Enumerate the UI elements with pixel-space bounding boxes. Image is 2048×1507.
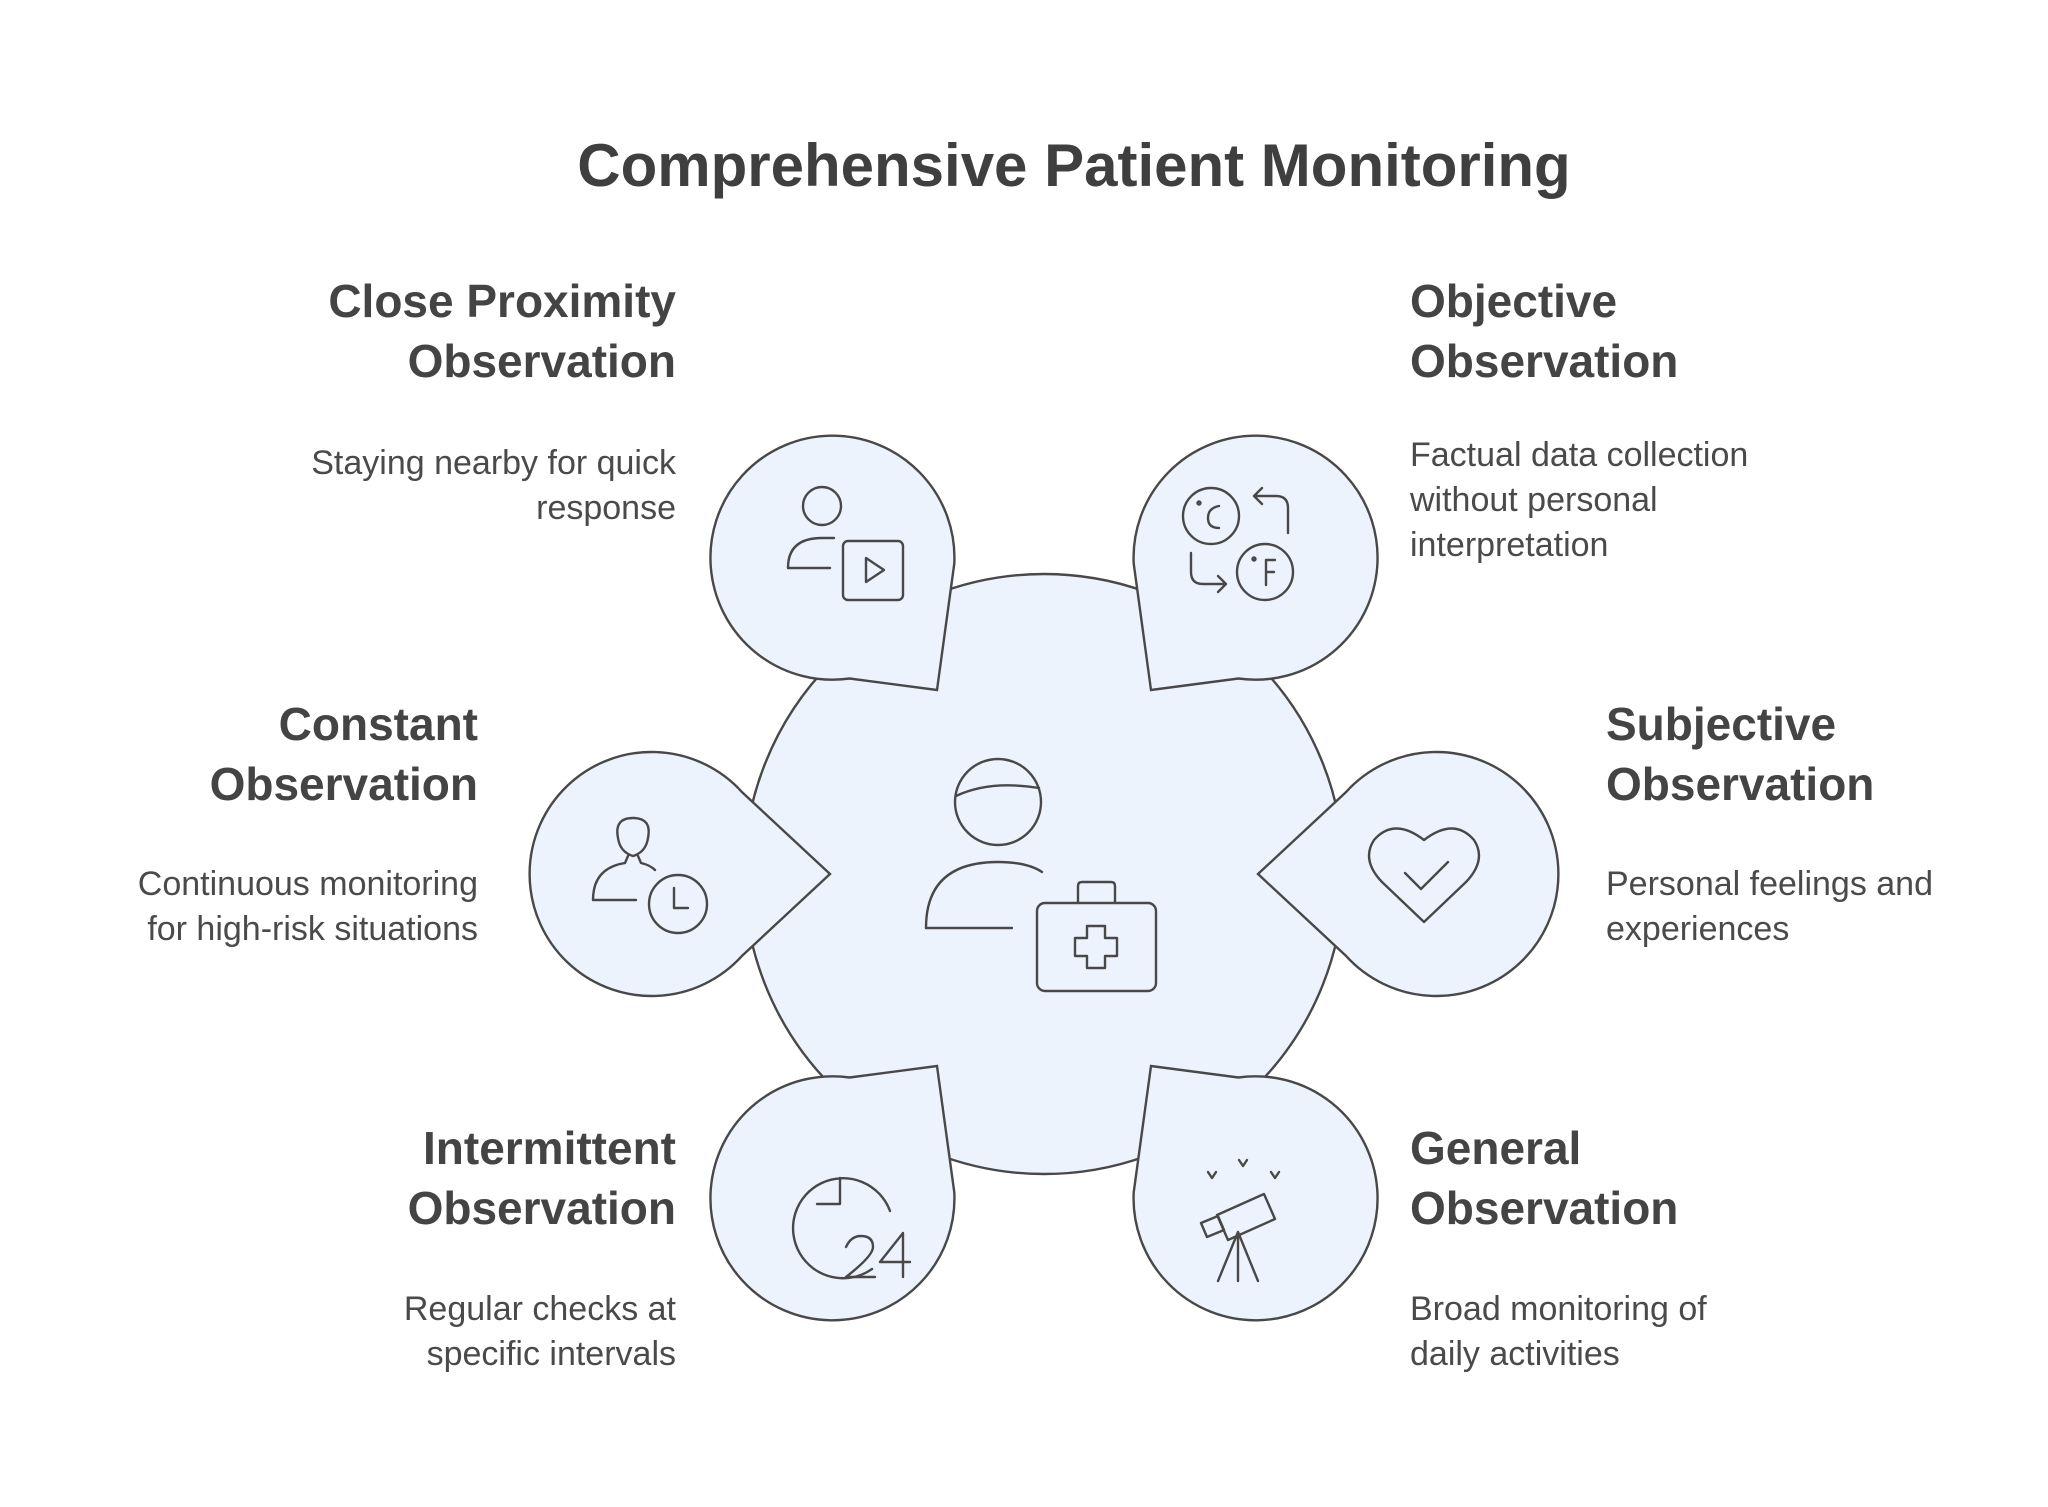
- petal-subjective: [1256, 750, 1560, 998]
- description-line: daily activities: [1410, 1335, 1620, 1373]
- petal-close-proximity: [709, 434, 956, 692]
- description-line: Regular checks at: [404, 1290, 677, 1328]
- description-line: specific intervals: [427, 1335, 676, 1373]
- petal-intermittent: [709, 1064, 956, 1322]
- label-close-proximity: Close Proximity Observation Staying near…: [311, 275, 677, 527]
- description-line: Factual data collection: [1410, 436, 1748, 474]
- label-intermittent: Intermittent Observation Regular checks …: [404, 1122, 677, 1373]
- page-title: Comprehensive Patient Monitoring: [577, 132, 1570, 199]
- description-line: for high-risk situations: [147, 910, 478, 948]
- label-general: General Observation Broad monitoring of …: [1410, 1122, 1707, 1373]
- description-line: interpretation: [1410, 526, 1608, 564]
- temperature-conversion-icon: [1181, 486, 1295, 602]
- description-line: Continuous monitoring: [138, 865, 478, 903]
- person-with-video-icon: [786, 485, 905, 602]
- heart-check-icon: [1367, 827, 1481, 924]
- heading-line: Close Proximity: [328, 275, 676, 327]
- heading-line: Observation: [1410, 335, 1678, 387]
- description-line: Personal feelings and: [1606, 865, 1933, 903]
- heading-line: Observation: [210, 758, 478, 810]
- heading-line: Objective: [1410, 275, 1617, 327]
- heading-line: Observation: [1410, 1182, 1678, 1234]
- petal-objective: [1132, 434, 1379, 692]
- heading-line: Observation: [1606, 758, 1874, 810]
- description-line: Broad monitoring of: [1410, 1290, 1707, 1328]
- heading-line: Observation: [408, 335, 676, 387]
- label-objective: Objective Observation Factual data colle…: [1409, 275, 1748, 564]
- label-subjective: Subjective Observation Personal feelings…: [1606, 698, 1933, 948]
- heading-line: General: [1410, 1122, 1581, 1174]
- heading-line: Constant: [279, 698, 478, 750]
- patient-with-medical-kit-icon: [924, 757, 1158, 993]
- description-line: without personal: [1409, 481, 1658, 519]
- description-line: response: [536, 489, 676, 527]
- heading-line: Observation: [408, 1182, 676, 1234]
- petal-general: [1132, 1064, 1379, 1322]
- person-with-clock-icon: [591, 816, 709, 935]
- heading-line: Intermittent: [423, 1122, 676, 1174]
- heading-line: Subjective: [1606, 698, 1836, 750]
- label-constant: Constant Observation Continuous monitori…: [138, 698, 478, 948]
- telescope-icon: [1199, 1158, 1281, 1283]
- clock-24-icon: [791, 1176, 912, 1280]
- description-line: experiences: [1606, 910, 1789, 948]
- description-line: Staying nearby for quick: [311, 444, 677, 482]
